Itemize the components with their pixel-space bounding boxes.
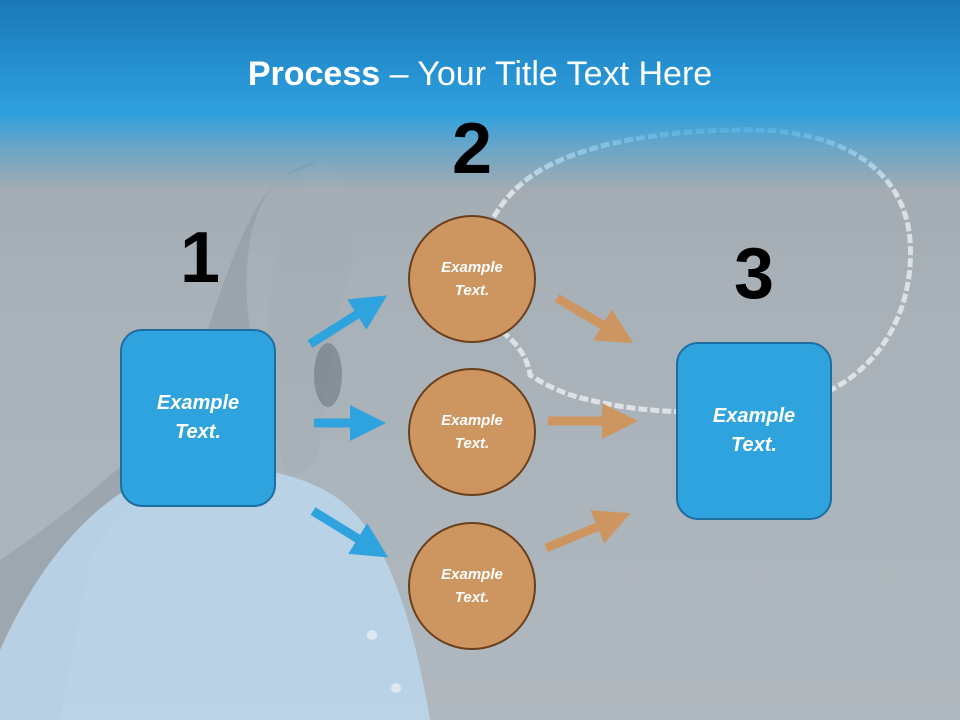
step-number-1: 1 (179, 218, 221, 298)
title-rest: – Your Title Text Here (380, 55, 713, 93)
step-2-circle-middle: Example Text. (408, 368, 536, 496)
arrow-right-down-icon (310, 507, 389, 558)
step-3-label: Example Text. (712, 405, 796, 456)
arrow-right-up-icon (307, 295, 388, 348)
woman-shirt (0, 466, 430, 720)
shirt-button (391, 683, 401, 693)
arrow-right-down-icon (554, 294, 634, 344)
step-number-3: 3 (733, 234, 775, 314)
step-number-2: 2 (451, 109, 493, 189)
step-1-label: Example Text. (156, 392, 240, 443)
shirt-button (367, 630, 377, 640)
slide-title: Process – Your Title Text Here (0, 52, 960, 96)
woman-face (268, 160, 357, 474)
step-2-circle-top: Example Text. (408, 215, 536, 343)
header-band (0, 0, 960, 190)
arrow-right-up-icon (544, 510, 631, 553)
circle-middle-label: Example Text. (441, 412, 503, 452)
circle-top-label: Example Text. (441, 259, 503, 299)
circle-bottom-label: Example Text. (441, 566, 503, 606)
step-3-box: Example Text. (676, 342, 832, 520)
title-bold: Process (247, 55, 381, 93)
step-1-box: Example Text. (120, 329, 276, 507)
step-2-circle-bottom: Example Text. (408, 522, 536, 650)
woman-mouth (314, 343, 342, 407)
